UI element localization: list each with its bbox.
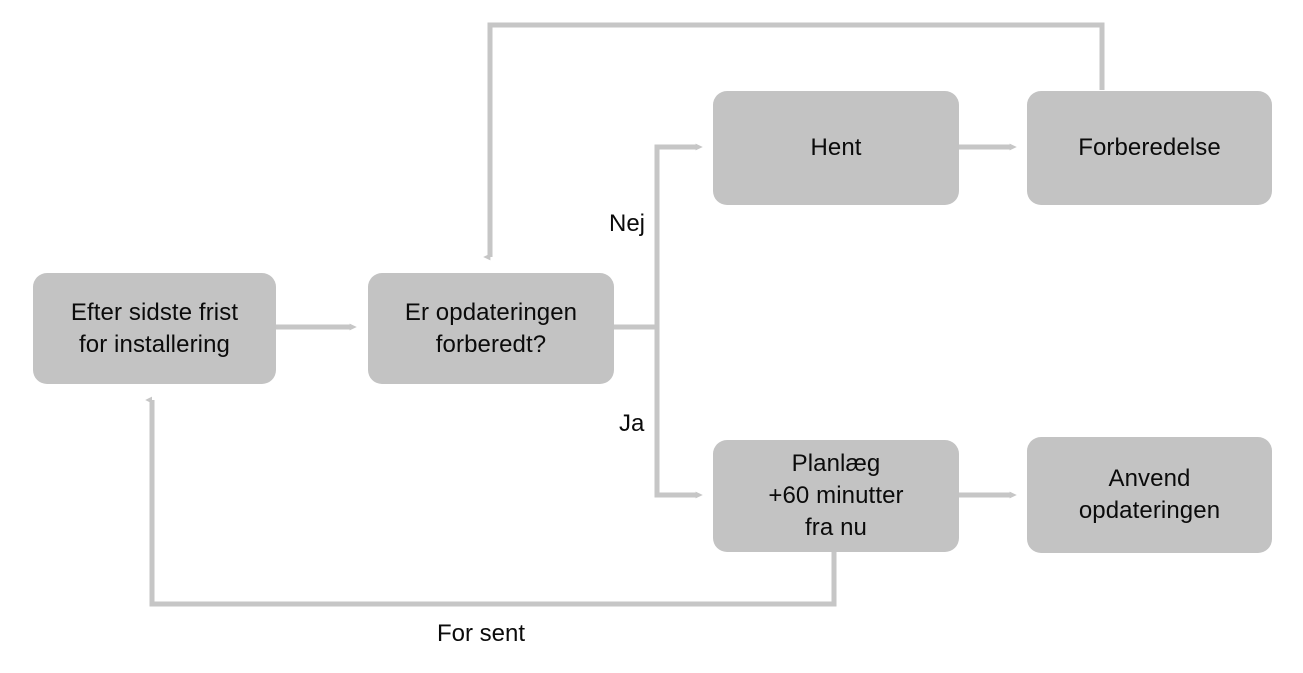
edge-decision-to-planlaeg — [654, 327, 703, 499]
edge-label-for-sent: For sent — [437, 620, 526, 647]
node-anvend-opdateringen[interactable]: Anvend opdateringen — [1027, 437, 1272, 553]
edge-label-nej: Nej — [609, 210, 646, 237]
edge-forberedelse-to-decision — [483, 22, 1105, 261]
node-efter-sidste-frist[interactable]: Efter sidste frist for installering — [33, 273, 276, 384]
edge-label-ja: Ja — [619, 410, 645, 437]
node-label: Planlæg +60 minutter fra nu — [768, 450, 904, 541]
node-planlaeg[interactable]: Planlæg +60 minutter fra nu — [713, 440, 959, 552]
edge-decision-to-hent — [614, 143, 703, 330]
node-label: Anvend opdateringen — [1078, 465, 1221, 524]
node-forberedelse[interactable]: Forberedelse — [1027, 91, 1272, 205]
node-label: Hent — [810, 134, 862, 161]
node-label: Efter sidste frist for installering — [70, 298, 239, 358]
node-label: Forberedelse — [1078, 134, 1221, 161]
node-hent[interactable]: Hent — [713, 91, 959, 205]
node-label: Er opdateringen forberedt? — [404, 298, 578, 358]
edge-planlaeg-to-efter — [145, 396, 837, 607]
node-er-opdateringen-forberedt[interactable]: Er opdateringen forberedt? — [368, 273, 614, 384]
